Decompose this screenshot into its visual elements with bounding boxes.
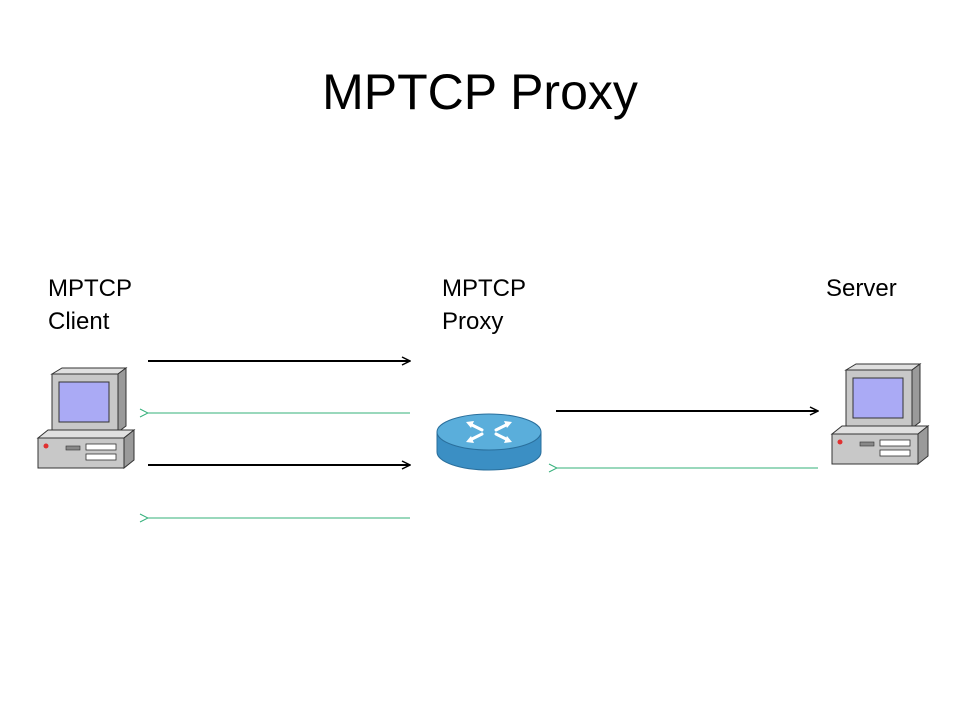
slide-title: MPTCP Proxy [322, 64, 638, 120]
client-label-line1: MPTCP [48, 275, 132, 302]
client-label-line2: Client [48, 308, 110, 335]
client-computer-icon [36, 367, 136, 470]
server-label-line1: Server [826, 275, 897, 302]
server-computer-icon [830, 363, 930, 466]
proxy-label: MPTCP Proxy [442, 272, 526, 338]
router-icon [436, 413, 542, 471]
proxy-label-line2: Proxy [442, 308, 504, 335]
proxy-label-line1: MPTCP [442, 275, 526, 302]
client-label: MPTCP Client [48, 272, 132, 338]
server-label: Server [826, 272, 897, 305]
